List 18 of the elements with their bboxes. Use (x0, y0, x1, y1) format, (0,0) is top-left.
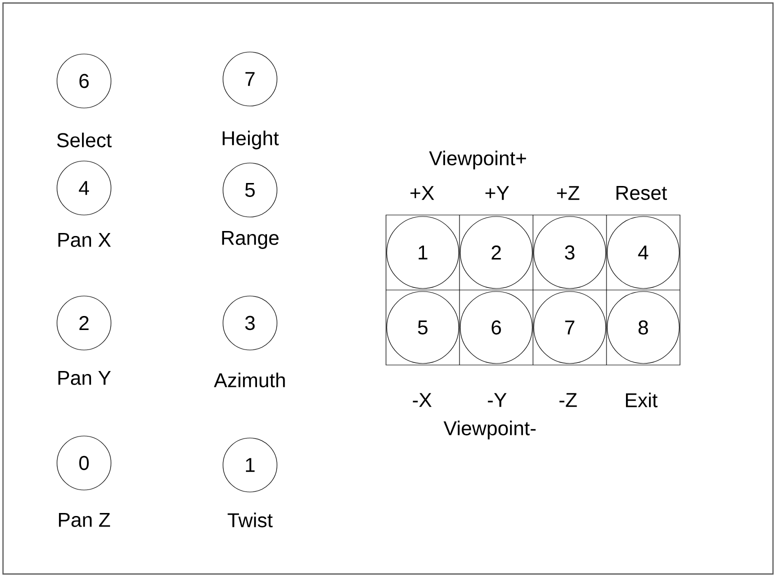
key-label: Viewpoint- (444, 420, 536, 440)
key-label: -Y (488, 393, 507, 407)
key-label: -X (412, 393, 432, 407)
button-label: Pan X (58, 233, 111, 247)
key-label: -Z (559, 393, 577, 407)
key-label: Exit (626, 392, 658, 408)
button-label: Twist (228, 512, 273, 528)
button-label: Range (222, 231, 279, 249)
button-label: Select (57, 132, 112, 148)
button-label: Pan Y (58, 371, 111, 385)
button-label: Azimuth (214, 372, 285, 388)
key-label: +Z (557, 186, 580, 200)
key-label: +Y (485, 186, 510, 200)
key-label: Viewpoint+ (429, 150, 526, 170)
button-label: Pan Z (58, 513, 110, 527)
key-label: Reset (616, 186, 667, 200)
key-label: +X (410, 186, 434, 200)
button-label: Height (222, 130, 279, 150)
